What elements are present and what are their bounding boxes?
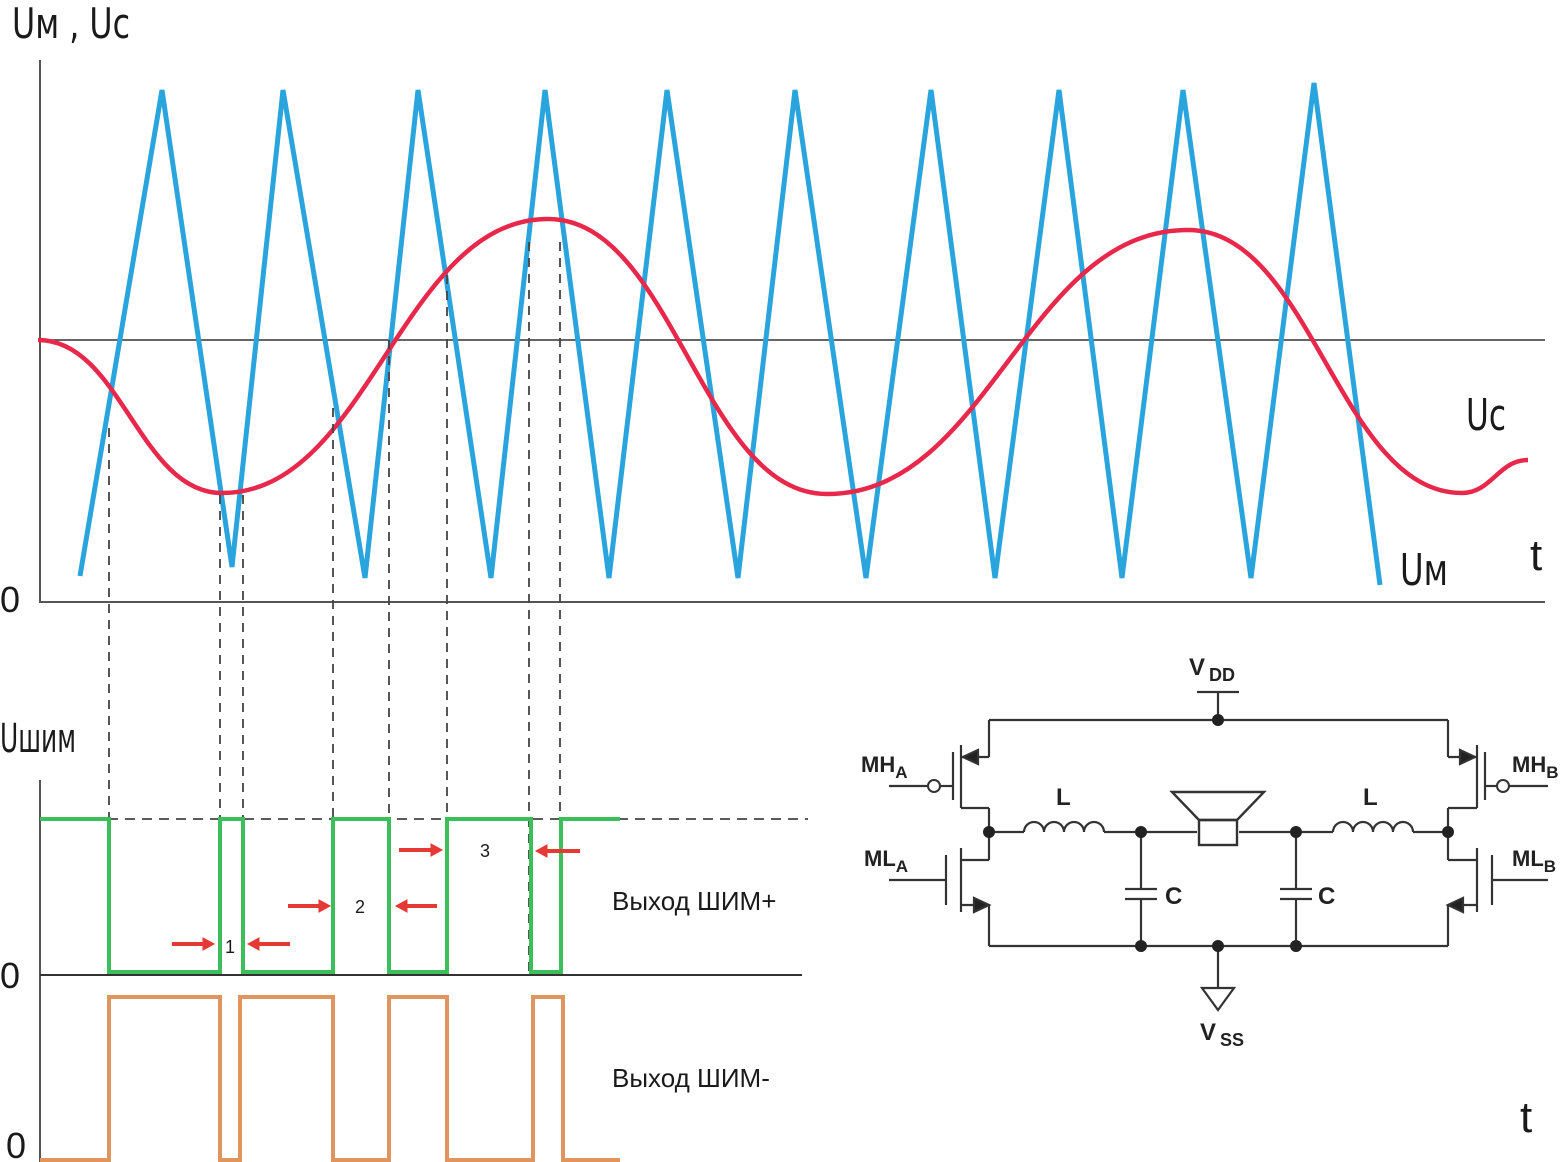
- pwm-chart: Uшим 0 0 t Выход ШИМ+ Выход ШИМ- 1 2 3: [0, 716, 1532, 1162]
- delta-label-3: 3: [480, 841, 490, 861]
- top-y-axis-label: Uм , Uc: [12, 0, 130, 48]
- top-zero-label: 0: [0, 579, 20, 620]
- marker-2-left: [288, 899, 332, 913]
- pwm-minus-output-label: Выход ШИМ-: [612, 1063, 770, 1093]
- mlb-label: MLB: [1512, 846, 1556, 876]
- mla-label: MLA: [864, 846, 908, 876]
- h-bridge-circuit: [889, 690, 1548, 1012]
- pwm-x-axis-label: t: [1520, 1093, 1532, 1142]
- capacitor-right-label: C: [1318, 883, 1335, 910]
- um-series-label: Uм: [1400, 545, 1448, 596]
- pwm-minus-zero-label: 0: [6, 1125, 26, 1162]
- inductor-left-label: L: [1056, 784, 1071, 811]
- marker-2-right: [394, 899, 437, 913]
- pwm-plus-zero-label: 0: [0, 955, 20, 996]
- marker-3-left: [399, 843, 444, 857]
- pwm-plus-output-label: Выход ШИМ+: [612, 886, 776, 916]
- transistor-mlb: [1445, 848, 1548, 946]
- duty-markers: [172, 843, 580, 951]
- delta-label-1: 1: [225, 937, 235, 957]
- carrier-triangle-wave: [77, 82, 1383, 586]
- top-x-axis-label: t: [1530, 531, 1542, 580]
- signal-sine-wave: [37, 216, 1529, 497]
- capacitor-right: [1280, 832, 1312, 946]
- inductor-right-label: L: [1363, 784, 1378, 811]
- marker-3-right: [534, 844, 580, 858]
- transistor-mhb: [1446, 745, 1548, 860]
- mha-label: MHA: [861, 752, 908, 782]
- transistor-mha: [889, 745, 991, 860]
- marker-1-right: [246, 937, 290, 951]
- speaker-icon: [1169, 790, 1267, 847]
- marker-1-left: [172, 937, 216, 951]
- junction-dots: [983, 714, 1454, 952]
- ground-icon: [1199, 986, 1237, 1012]
- capacitor-left: [1125, 832, 1157, 946]
- mhb-label: MHB: [1512, 752, 1559, 782]
- uc-series-label: Uc: [1466, 390, 1506, 441]
- inductor-right: [1331, 820, 1415, 833]
- pwm-y-axis-label: Uшим: [0, 716, 76, 762]
- top-chart: Uм , Uc 0 t Uc Uм: [0, 0, 1545, 620]
- capacitor-left-label: C: [1165, 883, 1182, 910]
- pwm-plus-waveform: [40, 817, 620, 974]
- pwm-minus-waveform: [40, 995, 620, 1162]
- delta-label-2: 2: [355, 897, 365, 917]
- inductor-left: [1022, 820, 1106, 833]
- transistor-mla: [889, 848, 992, 946]
